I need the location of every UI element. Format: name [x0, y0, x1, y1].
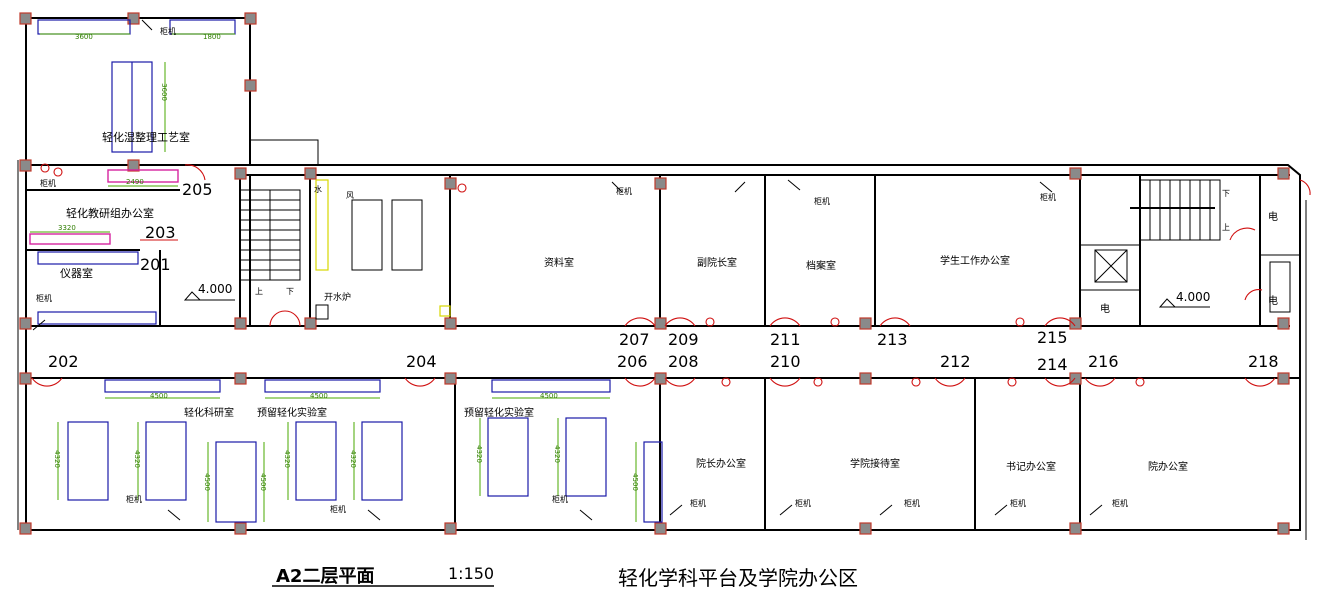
- dimension-text: 4500: [202, 473, 211, 491]
- stair-left: [239, 189, 301, 281]
- door-number: 201: [140, 255, 171, 274]
- room-label: 档案室: [806, 261, 836, 272]
- plan-subtitle: 轻化学科平台及学院办公区: [618, 566, 858, 590]
- pink-benches: [29, 169, 179, 245]
- dimension-text: 4500: [540, 392, 558, 400]
- door-number: 218: [1248, 352, 1279, 371]
- columns: [19, 12, 1290, 535]
- room-label: 书记办公室: [1006, 462, 1056, 473]
- wind-label: 风: [346, 191, 354, 200]
- cabinet-label: 柜机: [552, 495, 568, 504]
- door-number: 209: [668, 330, 699, 349]
- dimension-text: 4320: [52, 450, 61, 468]
- cabinet-label: 柜机: [904, 499, 920, 508]
- cabinet-label: 柜机: [330, 505, 346, 514]
- room-label: 轻化科研室: [184, 408, 234, 419]
- door-number: 215: [1037, 328, 1068, 347]
- dimension-text: 4500: [310, 392, 328, 400]
- dimension-text: 2490: [126, 178, 144, 186]
- furniture-benches: [37, 19, 663, 523]
- stair-down-label: 下: [286, 287, 294, 296]
- cabinet-label: 柜机: [814, 197, 830, 206]
- door-number: 203: [145, 223, 176, 242]
- ac-units: [32, 19, 1103, 521]
- dimension-text: 1800: [203, 33, 221, 41]
- door-number: 213: [877, 330, 908, 349]
- windows: [40, 164, 1275, 531]
- room-label: 学院接待室: [850, 459, 900, 470]
- door-number: 211: [770, 330, 801, 349]
- door-number: 202: [48, 352, 79, 371]
- door-number: 212: [940, 352, 971, 371]
- cabinet-label: 柜机: [1010, 499, 1026, 508]
- elevators: [1094, 249, 1291, 313]
- stair-up-label: 上: [255, 287, 263, 296]
- dimension-text: 4320: [282, 450, 291, 468]
- plan-scale: 1:150: [448, 564, 495, 583]
- stair-down-label: 下: [1222, 189, 1230, 198]
- cabinet-label: 柜机: [1112, 499, 1128, 508]
- cabinet-label: 柜机: [795, 499, 811, 508]
- cabinet-label: 柜机: [690, 499, 706, 508]
- electric-label: 电: [1268, 296, 1278, 307]
- cabinet-label: 柜机: [126, 495, 142, 504]
- doors: [31, 164, 1311, 387]
- electric-label: 电: [1100, 304, 1110, 315]
- room-label: 预留轻化实验室: [257, 408, 327, 419]
- stair-up-label: 上: [1222, 223, 1230, 232]
- room-label: 院办公室: [1148, 462, 1188, 473]
- room-label: 开水炉: [324, 293, 352, 303]
- electric-label: 电: [1268, 212, 1278, 223]
- dimension-text: 4500: [258, 473, 267, 491]
- dimension-text: 4500: [630, 473, 639, 491]
- door-number: 214: [1037, 355, 1068, 374]
- door-number: 216: [1088, 352, 1119, 371]
- dimension-text: 4500: [150, 392, 168, 400]
- cabinet-label: 柜机: [1040, 193, 1056, 202]
- room-label: 轻化教研组办公室: [66, 207, 154, 220]
- dimension-text: 4320: [132, 450, 141, 468]
- dimension-text: 3600: [75, 33, 93, 41]
- room-label: 仪器室: [60, 267, 93, 280]
- door-number: 208: [668, 352, 699, 371]
- room-label: 院长办公室: [696, 459, 746, 470]
- dimension-text: 4320: [474, 445, 483, 463]
- door-number: 206: [617, 352, 648, 371]
- dimension-text: 3600: [159, 83, 168, 101]
- room-label: 预留轻化实验室: [464, 408, 534, 419]
- room-label: 学生工作办公室: [940, 256, 1010, 267]
- cabinet-label: 柜机: [40, 179, 56, 188]
- elevation-label: 4.000: [1176, 290, 1211, 304]
- elevation-markers: [183, 291, 1210, 308]
- cabinet-label: 柜机: [616, 187, 632, 196]
- door-number: 207: [619, 330, 650, 349]
- room-label: 轻化湿整理工艺室: [102, 131, 190, 144]
- water-label: 水: [314, 185, 322, 194]
- room-label: 资料室: [544, 258, 574, 269]
- room-label: 副院长室: [697, 258, 737, 269]
- cabinet-label: 柜机: [160, 27, 176, 36]
- cabinet-label: 柜机: [36, 294, 52, 303]
- door-number: 204: [406, 352, 437, 371]
- stair-right: [1130, 179, 1221, 241]
- sinks: [40, 163, 1145, 387]
- door-number: 205: [182, 180, 213, 199]
- elevation-label: 4.000: [198, 282, 233, 296]
- dimension-lines: [30, 33, 637, 522]
- toilet-block: [315, 179, 451, 320]
- dimension-text: 4320: [348, 450, 357, 468]
- dimension-text: 3320: [58, 224, 76, 232]
- dimension-text: 4320: [552, 445, 561, 463]
- plan-title: A2二层平面: [276, 566, 375, 587]
- door-number: 210: [770, 352, 801, 371]
